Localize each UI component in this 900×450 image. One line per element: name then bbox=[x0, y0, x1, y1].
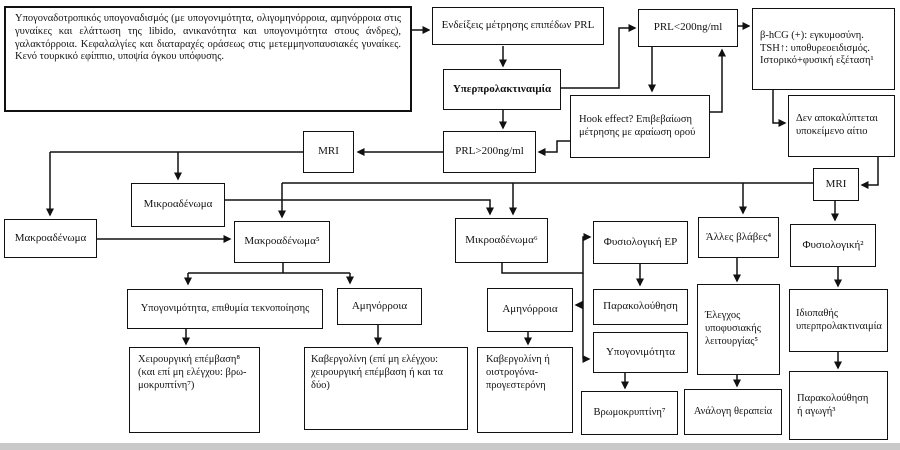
arrow-microadenoma-to-microadenoma6 bbox=[225, 199, 494, 216]
node-indications: Ενδείξεις μέτρησης επιπέδων PRL bbox=[432, 7, 604, 45]
arrow-hyperprolactinemia-to-prl-low bbox=[561, 24, 637, 89]
node-microadenoma6: Μικροαδένωμα⁶ bbox=[455, 218, 548, 263]
node-hyperprolactinemia: Υπερπρολακτιναιμία bbox=[443, 69, 561, 110]
arrow-bhcg-to-no-cause bbox=[772, 90, 787, 127]
node-amenorrhea2: Αμηνόρροια bbox=[487, 288, 573, 332]
node-amenorrhea1: Αμηνόρροια bbox=[337, 288, 422, 325]
node-macroadenoma: Μακροαδένωμα bbox=[4, 219, 97, 258]
node-infertility: Υπογονιμότητα bbox=[593, 332, 688, 373]
node-symptoms: Υπογοναδοτροπικός υπογοναδισμός (με υπογ… bbox=[4, 6, 412, 112]
node-other-lesions: Άλλες βλάβες⁴ bbox=[698, 217, 779, 258]
node-microadenoma: Μικροαδένωμα bbox=[131, 183, 225, 227]
arrow-hook-to-prl-low bbox=[710, 48, 726, 113]
node-followup-or-treatment: Παρακολούθηση ή αγωγή³ bbox=[789, 371, 888, 440]
node-mri-left: MRI bbox=[303, 131, 354, 173]
node-prl-high: PRL>200ng/ml bbox=[443, 131, 536, 173]
node-normal2: Φυσιολογική² bbox=[790, 224, 876, 267]
node-analogous-treatment: Ανάλογη θεραπεία bbox=[684, 389, 782, 435]
node-bhcg: β-hCG (+): εγκυμοσύνη. TSH↑: υποθυρεοειδ… bbox=[752, 8, 895, 90]
node-infertility-wish: Υπογονιμότητα, επιθυμία τεκνοποίησης bbox=[127, 289, 323, 329]
node-no-underlying-cause: Δεν αποκαλύπτεται υποκείμενο αίτιο bbox=[788, 95, 895, 157]
node-macroadenoma5: Μακροαδένωμα⁵ bbox=[234, 221, 330, 263]
arrow-hook-to-prl-high bbox=[537, 140, 570, 156]
node-normal-ep: Φυσιολογική ΕΡ bbox=[593, 221, 688, 264]
arrow-no-cause-to-mri-right bbox=[860, 157, 879, 189]
node-surgery: Χειρουργική επέμβαση⁸ (και επί μη ελέγχο… bbox=[129, 347, 260, 433]
node-pituitary-function: Έλεγχος υποφυσιακής λειτουργίας⁵ bbox=[697, 284, 780, 375]
bottom-strip bbox=[0, 443, 900, 450]
node-follow-up: Παρακολούθηση bbox=[593, 289, 688, 325]
node-mri-right: MRI bbox=[813, 168, 859, 201]
node-hook-effect: Hook effect? Επιβεβαίωση μέτρησης με αρα… bbox=[570, 95, 710, 158]
node-prl-low: PRL<200ng/ml bbox=[638, 9, 738, 47]
node-idiopathic: Ιδιοπαθής υπερπρολακτιναιμία bbox=[789, 289, 888, 352]
node-bromocriptine: Βρωμοκρυπτίνη⁷ bbox=[581, 391, 678, 435]
node-cabergoline1: Καβεργολίνη (επί μη ελέγχου: χειρουργική… bbox=[304, 347, 468, 430]
node-cabergoline2: Καβεργολίνη ή οιστρογόνα- προγεστερόνη bbox=[477, 347, 573, 433]
